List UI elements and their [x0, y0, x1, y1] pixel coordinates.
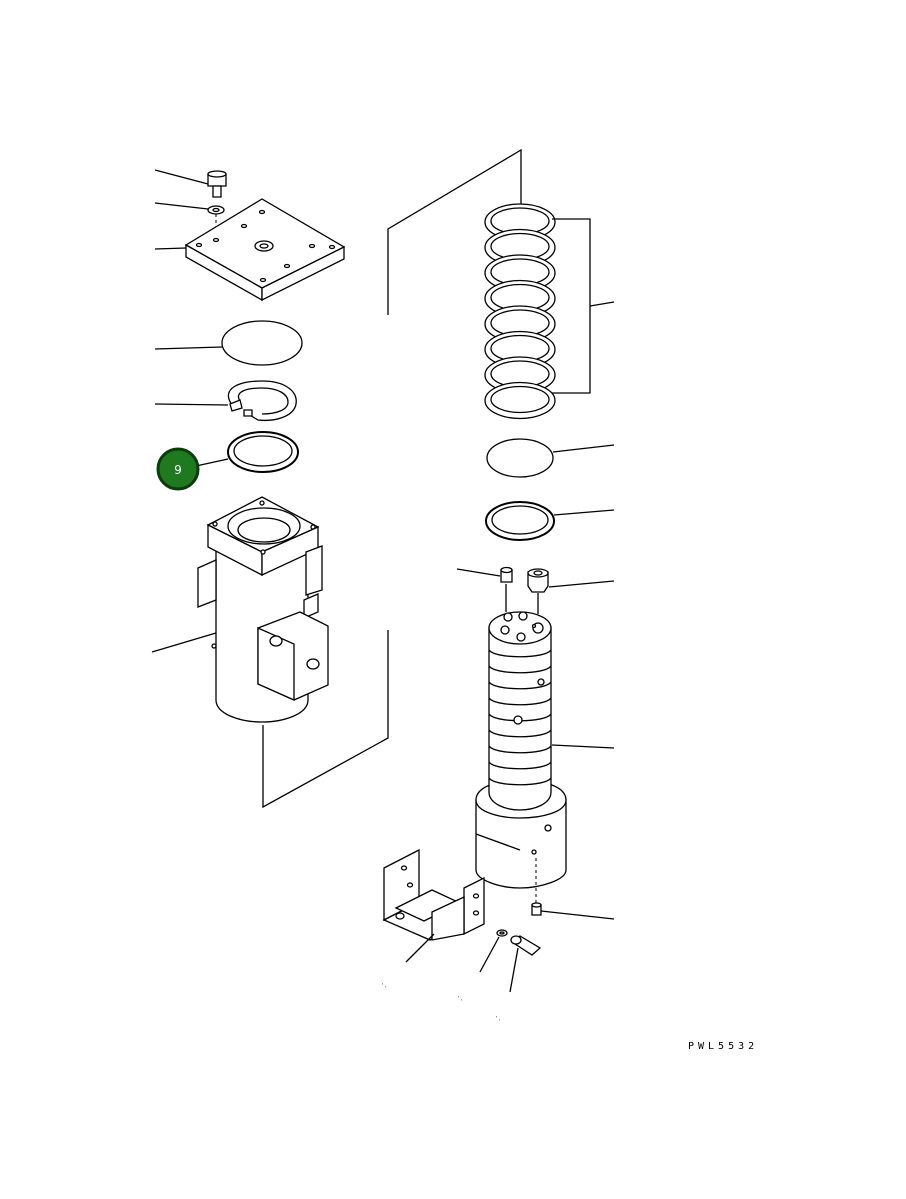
- leader-bottom-plug: [540, 910, 615, 920]
- callout-label: 9: [174, 463, 182, 477]
- leader-small-bolt: [509, 947, 519, 993]
- bottom-plug-part[interactable]: [531, 902, 542, 916]
- lock-bracket-part[interactable]: [382, 848, 485, 941]
- shaft-groove: [488, 697, 552, 706]
- shaft-groove: [488, 681, 552, 690]
- group-bracket-top: [387, 148, 522, 315]
- callout-badge[interactable]: 9: [156, 447, 200, 491]
- leader-packings: [589, 301, 615, 307]
- cover-plate-part[interactable]: [184, 198, 346, 302]
- leader-swivel-housing: [151, 632, 217, 653]
- stub-label-2: ' ,: [458, 996, 463, 1002]
- shaft-groove: [488, 745, 552, 754]
- o-ring-part[interactable]: [221, 320, 303, 366]
- leader-plug: [456, 568, 501, 577]
- leader-o-ring-right: [552, 444, 615, 453]
- leader-washer: [154, 202, 209, 210]
- rotor-shaft-part[interactable]: [475, 611, 567, 904]
- shaft-groove: [488, 761, 552, 770]
- stub-label-3: ' ,: [496, 1016, 501, 1022]
- connector-part[interactable]: [527, 568, 549, 614]
- leader-lock-bracket: [405, 933, 435, 963]
- small-washer-part[interactable]: [496, 929, 508, 937]
- o-ring-right-part[interactable]: [486, 438, 554, 478]
- packing-stack-part[interactable]: [484, 203, 556, 420]
- leader-cover-plate: [154, 247, 187, 250]
- leader-bolt: [154, 169, 209, 185]
- backup-ring-part[interactable]: [485, 501, 555, 541]
- shaft-groove: [488, 729, 552, 738]
- small-bolt-part[interactable]: [510, 935, 542, 956]
- leader-small-washer: [479, 936, 500, 973]
- shaft-groove: [488, 649, 552, 658]
- leader-seal-ring: [195, 458, 229, 467]
- stub-label-1: ' ,: [382, 983, 387, 989]
- packing-ring-inner: [490, 385, 550, 414]
- leader-snap-ring: [154, 403, 229, 406]
- shaft-groove: [488, 665, 552, 674]
- drawing-code: PWL5532: [688, 1041, 758, 1052]
- swivel-housing-part[interactable]: [197, 496, 329, 723]
- plug-part[interactable]: [500, 566, 513, 613]
- seal-ring-part[interactable]: [227, 431, 299, 473]
- bolt-part[interactable]: [207, 170, 227, 198]
- group-bracket-packings: [552, 218, 591, 394]
- leader-rotor-shaft: [551, 744, 615, 749]
- snap-ring-part[interactable]: [227, 380, 297, 422]
- group-bracket-housing: [262, 630, 389, 809]
- shaft-groove: [488, 777, 552, 786]
- leader-connector: [548, 580, 615, 588]
- leader-backup-ring: [553, 509, 615, 516]
- leader-o-ring: [154, 346, 223, 350]
